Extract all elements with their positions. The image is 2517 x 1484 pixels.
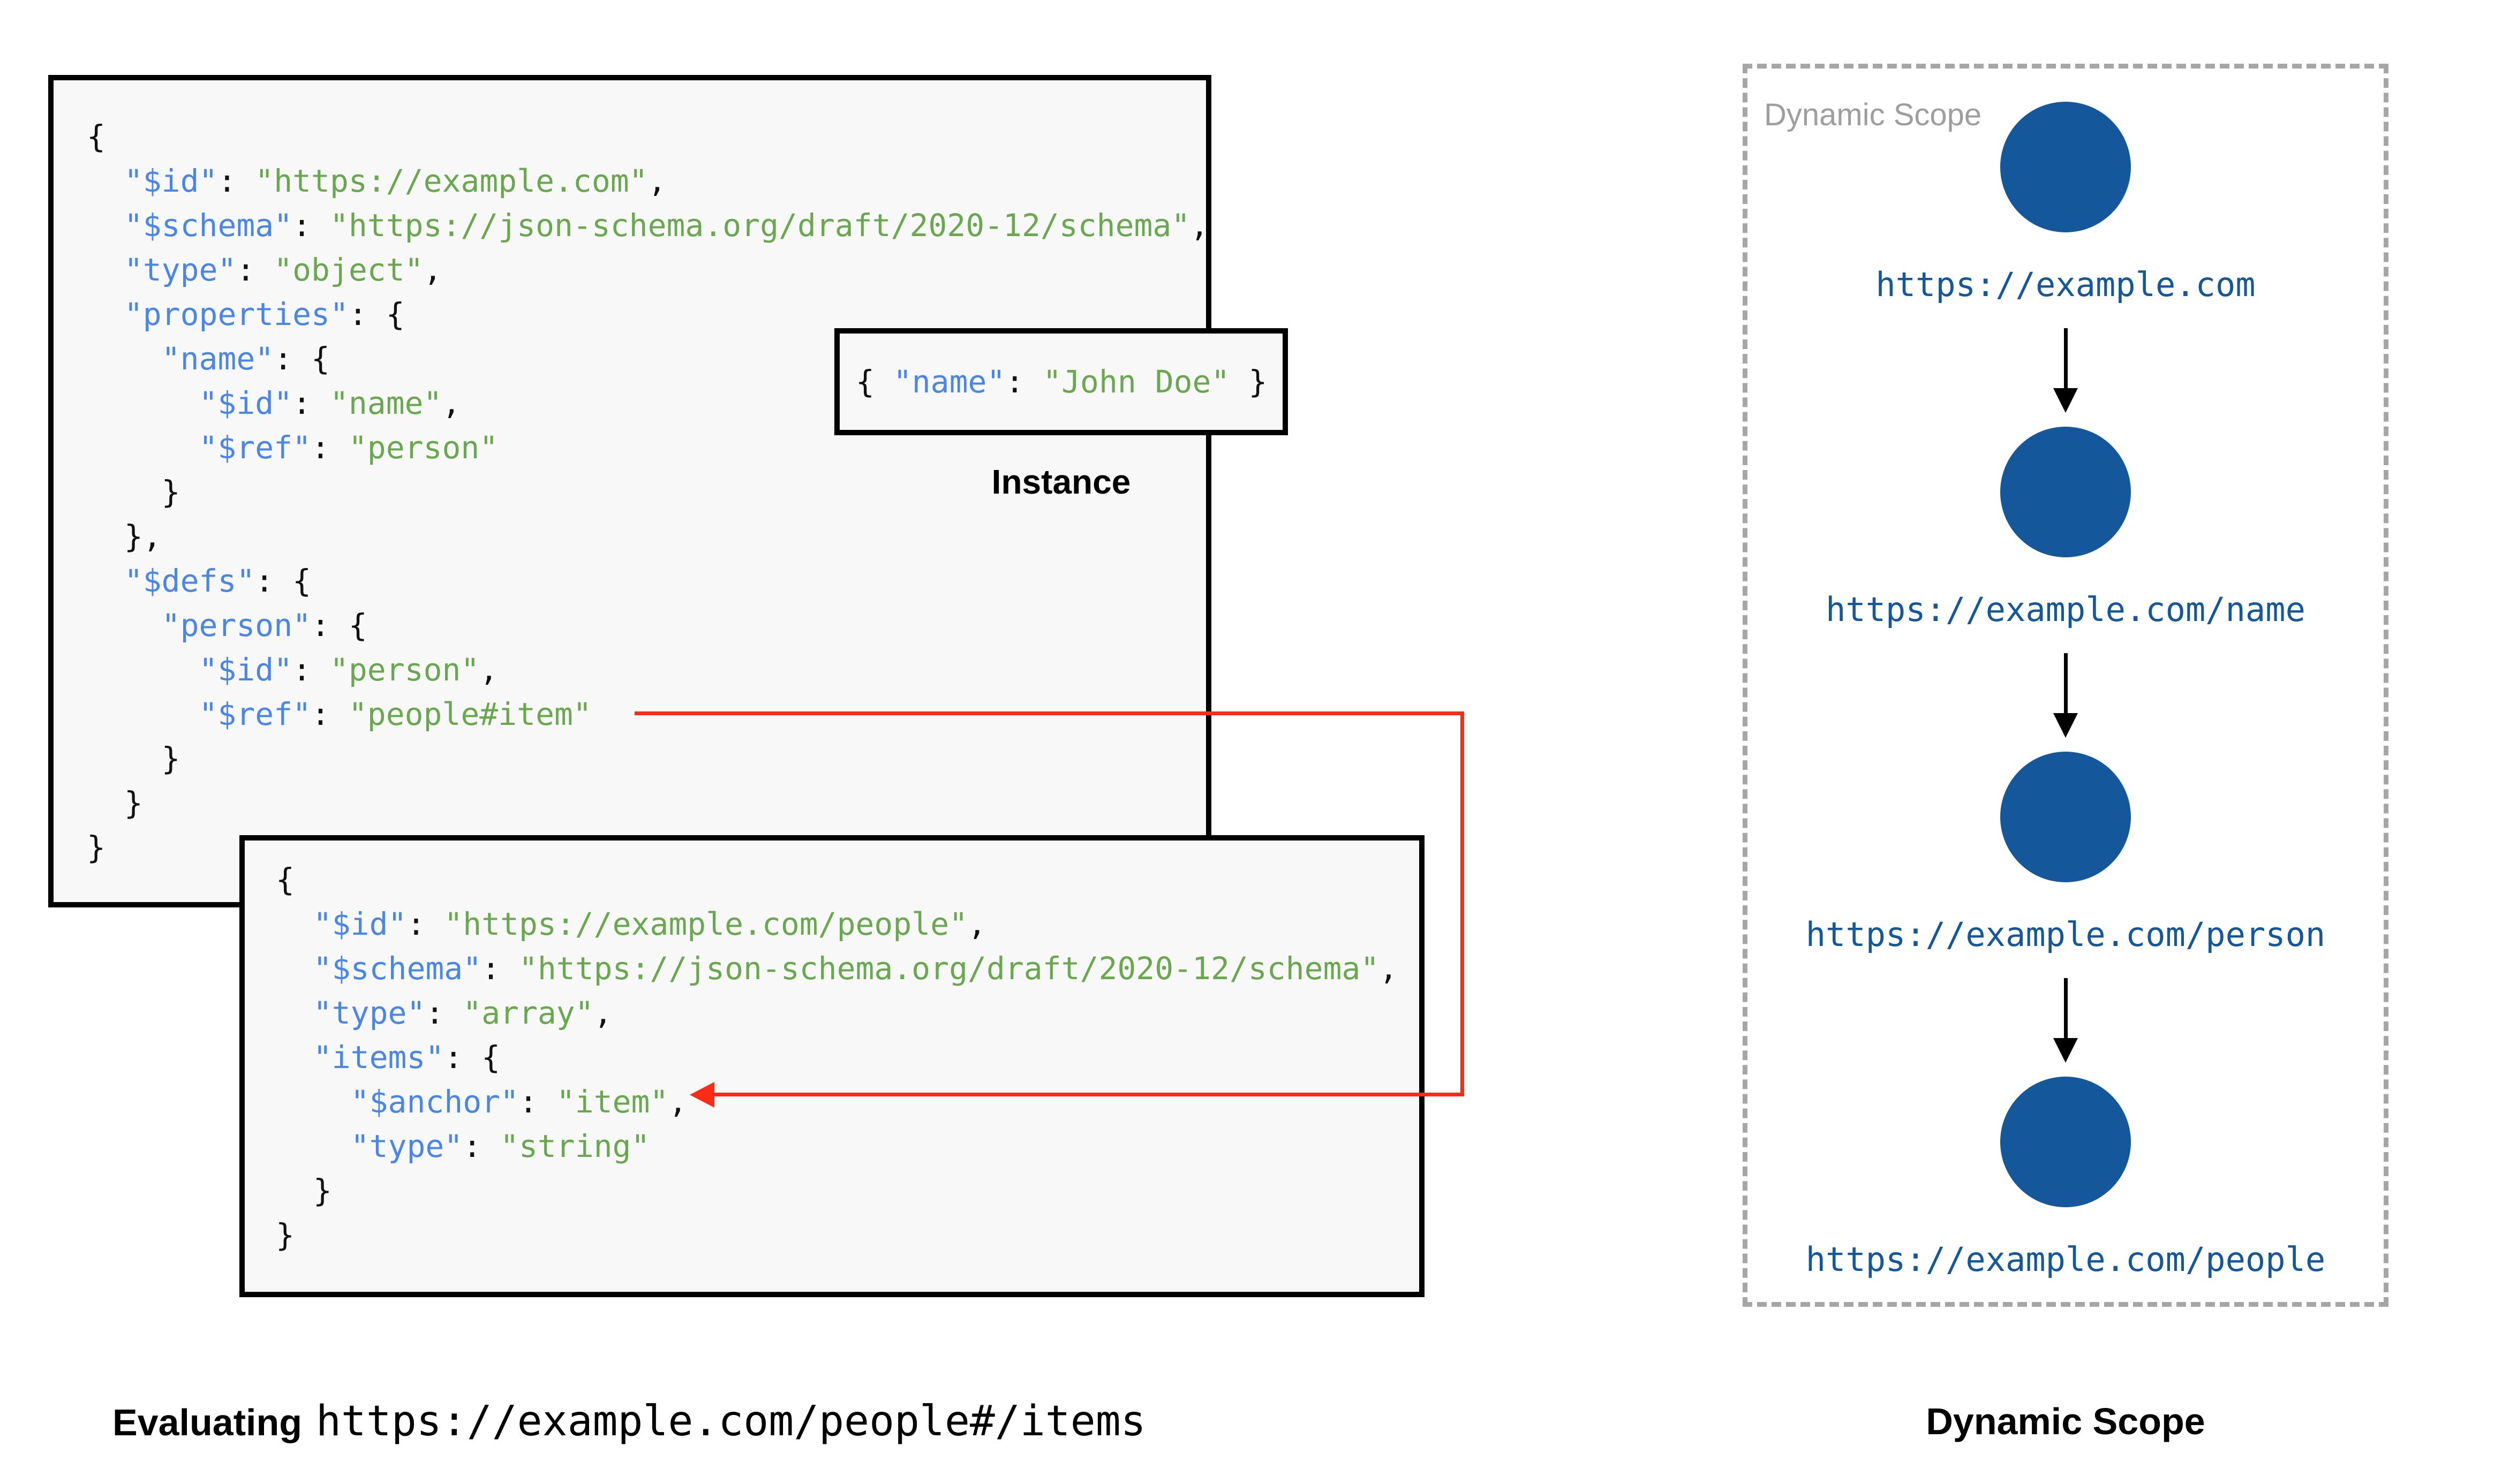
evaluating-label: Evaluating bbox=[112, 1402, 302, 1443]
instance-caption: Instance bbox=[991, 463, 1131, 501]
scope-node-2: https://example.com/name bbox=[1743, 427, 2388, 626]
schema-people-code: { "$id": "https://example.com/people", "… bbox=[276, 861, 1398, 1253]
schema-box-people: { "$id": "https://example.com/people", "… bbox=[239, 835, 1425, 1297]
scope-node-circle bbox=[2000, 1077, 2131, 1207]
dynamic-scope-caption: Dynamic Scope bbox=[1926, 1400, 2205, 1442]
evaluating-caption: Evaluating https://example.com/people#/i… bbox=[112, 1392, 1146, 1452]
scope-arrow-down-icon bbox=[1743, 328, 2388, 413]
arrow-shaft bbox=[2063, 653, 2068, 713]
arrow-shaft bbox=[2063, 328, 2068, 388]
ref-connector-arrowhead-icon bbox=[690, 1082, 714, 1108]
arrow-head bbox=[2053, 388, 2078, 413]
scope-arrow-down-icon bbox=[1743, 978, 2388, 1063]
scope-node-circle bbox=[2000, 427, 2131, 557]
ref-connector-top-segment bbox=[635, 711, 1464, 715]
arrow-shaft bbox=[2063, 978, 2068, 1038]
scope-node-label: https://example.com bbox=[1875, 265, 2256, 304]
ref-connector-bottom-segment bbox=[712, 1093, 1462, 1096]
scope-node-label: https://example.com/person bbox=[1805, 915, 2326, 954]
dynamic-scope-watermark: Dynamic Scope bbox=[1764, 97, 1982, 132]
scope-node-circle bbox=[2000, 752, 2131, 882]
ref-connector-vertical-segment bbox=[1460, 711, 1464, 1096]
arrow-head bbox=[2053, 1038, 2078, 1063]
scope-node-3: https://example.com/person bbox=[1743, 752, 2388, 951]
instance-box: { "name": "John Doe" } bbox=[834, 328, 1288, 435]
arrow-head bbox=[2053, 713, 2078, 738]
dynamic-scope-panel bbox=[1743, 64, 2388, 1307]
scope-node-label: https://example.com/name bbox=[1826, 590, 2305, 629]
scope-arrow-down-icon bbox=[1743, 653, 2388, 738]
scope-node-1: https://example.com bbox=[1743, 102, 2388, 301]
schema-root-code: { "$id": "https://example.com", "$schema… bbox=[87, 118, 1209, 866]
instance-code: { "name": "John Doe" } bbox=[856, 363, 1268, 400]
schema-box-root: { "$id": "https://example.com", "$schema… bbox=[48, 75, 1211, 907]
evaluating-uri: https://example.com/people#/items bbox=[315, 1397, 1146, 1445]
scope-node-4: https://example.com/people bbox=[1743, 1077, 2388, 1276]
scope-node-circle bbox=[2000, 102, 2131, 232]
scope-node-label: https://example.com/people bbox=[1805, 1240, 2326, 1279]
